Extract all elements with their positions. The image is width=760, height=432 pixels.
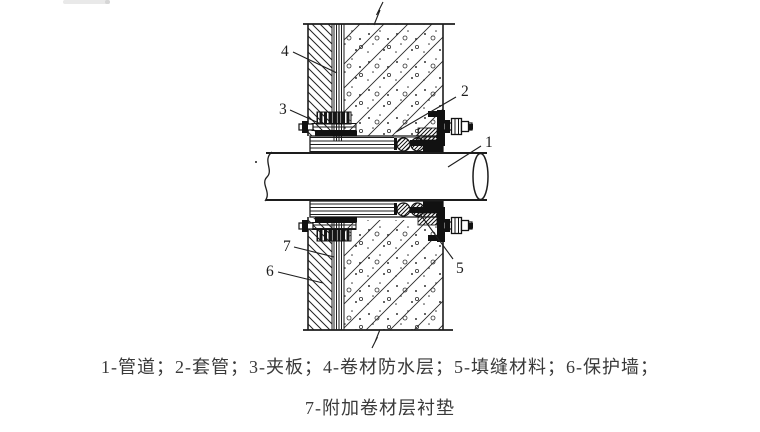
- part-label-2: 2: [461, 83, 469, 100]
- leader-5: [419, 213, 454, 260]
- leader-3: [289, 109, 322, 125]
- part-label-6: 6: [266, 263, 274, 280]
- clamp-plate-top-left: [298, 111, 357, 137]
- wall-top-break-line: [303, 1, 455, 26]
- scrollbar-thumb-tip: [105, 0, 110, 4]
- pipe: [255, 151, 489, 202]
- leader-2: [395, 96, 457, 133]
- part-labels: 4 3 2 1 5 7 6: [266, 43, 493, 280]
- leader-1: [447, 145, 482, 168]
- part-label-5: 5: [456, 260, 464, 277]
- pipe-body: [264, 154, 488, 199]
- part-label-7: 7: [283, 238, 291, 255]
- anchor-bolt-top-right: [410, 110, 473, 146]
- scrollbar-thumb[interactable]: [63, 0, 110, 4]
- pipe-end-ellipse: [472, 152, 489, 201]
- part-label-1: 1: [485, 134, 493, 151]
- leader-7: [293, 246, 335, 258]
- wall-bottom-break-line: [303, 329, 453, 349]
- concrete-wall-upper: [343, 24, 444, 136]
- caption-line-1: 1-管道；2-套管；3-夹板；4-卷材防水层；5-填缝材料；6-保护墙；: [101, 357, 659, 377]
- part-label-3: 3: [279, 101, 287, 118]
- concrete-wall-lower: [343, 217, 444, 330]
- pipe-break-curve: [264, 151, 273, 202]
- anchor-bolt-bottom-right: [410, 207, 473, 242]
- leader-4: [292, 51, 338, 74]
- part-label-4: 4: [281, 43, 289, 60]
- clamp-plate-bottom-left: [298, 216, 357, 242]
- leader-6: [277, 271, 324, 284]
- leader-lines: [277, 51, 482, 284]
- caption-line-2: 7-附加卷材层衬垫: [305, 398, 455, 418]
